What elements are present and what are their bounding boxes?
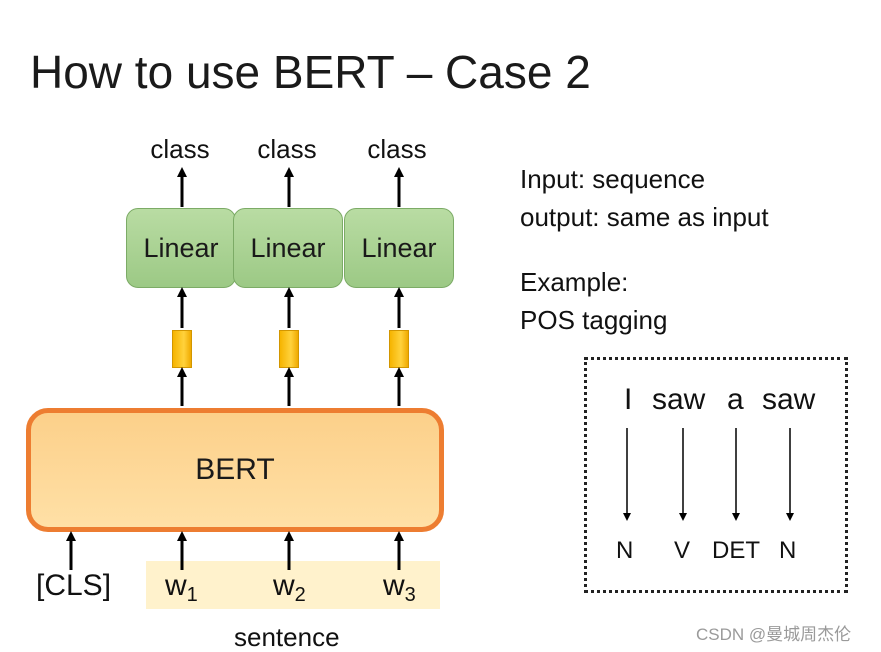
output-vector-1	[172, 330, 192, 368]
token-w1: w1	[165, 568, 198, 613]
slide-title: How to use BERT – Case 2	[30, 46, 591, 98]
linear-box-1: Linear	[126, 208, 236, 288]
pos-word-2: saw	[652, 383, 706, 416]
token-base: w	[383, 569, 405, 602]
class-label-2: class	[257, 134, 317, 164]
pos-example-box	[584, 357, 848, 593]
pos-tag-1: N	[616, 537, 634, 564]
token-subscript: 2	[294, 584, 306, 606]
description-line-2: output: same as input	[520, 202, 769, 232]
linear-label: Linear	[361, 232, 437, 263]
pos-tag-2: V	[674, 537, 691, 564]
output-vector-3	[389, 330, 409, 368]
pos-tag-4: N	[779, 537, 797, 564]
description-line-1: Input: sequence	[520, 164, 706, 194]
pos-word-4: saw	[762, 383, 816, 416]
watermark: CSDN @曼城周杰伦	[696, 625, 852, 644]
linear-box-3: Linear	[344, 208, 454, 288]
token-subscript: 3	[404, 584, 416, 606]
class-label-3: class	[367, 134, 427, 164]
token-subscript: 1	[186, 584, 198, 606]
linear-label: Linear	[143, 232, 219, 263]
linear-box-2: Linear	[233, 208, 343, 288]
pos-word-3: a	[727, 383, 744, 416]
description-line-3: Example:	[520, 267, 629, 297]
linear-label: Linear	[250, 232, 326, 263]
bert-block: BERT	[26, 408, 444, 532]
description-line-4: POS tagging	[520, 305, 668, 335]
token-w3: w3	[383, 568, 416, 613]
token-base: w	[165, 569, 187, 602]
bert-label: BERT	[195, 453, 275, 486]
sentence-highlight	[146, 561, 440, 609]
class-label-1: class	[150, 134, 210, 164]
cls-token: [CLS]	[36, 569, 112, 602]
pos-tag-3: DET	[712, 537, 760, 564]
token-w2: w2	[273, 568, 306, 613]
pos-word-1: I	[624, 383, 633, 416]
sentence-label: sentence	[234, 622, 340, 652]
output-vector-2	[279, 330, 299, 368]
token-base: w	[273, 569, 295, 602]
